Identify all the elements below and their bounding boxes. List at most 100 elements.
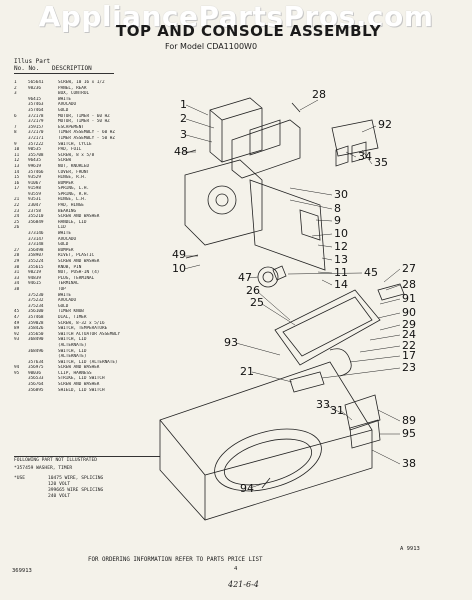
tub-opening xyxy=(214,428,322,492)
terminals xyxy=(335,141,367,167)
illus-number: 31 xyxy=(14,270,20,276)
table-header-description: DESCRIPTION xyxy=(52,65,92,72)
page-title: TOP AND CONSOLE ASSEMBLY xyxy=(116,22,382,40)
part-description: SWITCH ACTUATOR ASSEMBLY xyxy=(58,331,121,337)
part-description: SWITCH, CYCLE xyxy=(58,141,92,147)
part-description: TIMER ASSEMBLY - 50 HZ xyxy=(58,135,115,141)
part-number: 357222 xyxy=(28,141,44,147)
page-number: 4 xyxy=(234,566,238,572)
table-header-illus: Illus Part xyxy=(14,58,51,65)
ordering-info: FOR ORDERING INFORMATION REFER TO PARTS … xyxy=(88,557,263,563)
svg-text:1: 1 xyxy=(180,98,187,111)
part-number: 358426 xyxy=(28,326,44,332)
lid-inner xyxy=(282,296,373,357)
part-number: 91067 xyxy=(28,180,41,186)
illus-number: 10 xyxy=(14,147,20,153)
part-description: GOLD xyxy=(58,303,69,309)
part-description: WHITE xyxy=(58,292,71,298)
dial-center xyxy=(262,271,274,283)
timer-assembly xyxy=(184,159,263,246)
part-description: SCREW, 10 16 x 1/2 xyxy=(58,80,105,85)
part-number: 565641 xyxy=(28,80,44,85)
part-number: 357466 xyxy=(28,169,44,175)
part-number: 372170 xyxy=(28,130,44,136)
part-description: SWITCH, TEMPERATURE xyxy=(58,326,108,332)
use-label: *USE xyxy=(14,476,26,481)
part-description: SCREW AND WASHER xyxy=(58,214,100,220)
part-description: SCREW AND WASHER xyxy=(58,365,100,371)
svg-text:14: 14 xyxy=(334,278,348,291)
part-number: 359028 xyxy=(28,320,44,326)
use-line-1: 10475 WIRE, SPLICING xyxy=(48,476,104,481)
part-description: SPRING, R.H. xyxy=(58,191,90,197)
part-description: SWITCH, LID xyxy=(58,337,87,343)
part-description: AVOCADO xyxy=(58,236,77,242)
illus-number: 2 xyxy=(14,85,17,91)
illus-number: 23 xyxy=(14,208,20,214)
part-description: RIVET, PLASTIC xyxy=(58,253,95,259)
illus-number: 95 xyxy=(14,370,20,376)
svg-text:91: 91 xyxy=(402,292,416,305)
part-number: 356975 xyxy=(28,365,44,371)
parts-row: 373147 AVOCADO xyxy=(14,237,164,243)
part-description: SCREW AND WASHER xyxy=(58,259,100,264)
svg-text:49: 49 xyxy=(172,248,186,261)
illus-number: 26 xyxy=(14,225,20,231)
part-description: TERMINAL xyxy=(58,281,79,287)
part-description: PLUG, TERMINAL xyxy=(58,275,95,281)
cycle-switch xyxy=(299,209,321,241)
part-number: 98236 xyxy=(28,85,41,91)
illus-number: 89 xyxy=(14,326,20,332)
table-header-no: No. No. xyxy=(14,65,40,72)
part-description: WHITE xyxy=(58,231,71,237)
svg-text:10: 10 xyxy=(172,262,186,275)
parts-row: 375234 GOLD xyxy=(14,304,164,310)
illus-number: 13 xyxy=(14,163,20,169)
part-number: 373147 xyxy=(28,236,44,242)
svg-text:27: 27 xyxy=(402,262,416,275)
part-number: 373146 xyxy=(28,231,44,237)
part-description: SWITCH, LID xyxy=(58,348,87,354)
part-number: 357468 xyxy=(28,314,44,320)
illus-number: 14 xyxy=(14,169,20,175)
handwritten-note: 421-6-4 xyxy=(228,580,259,589)
illus-number: 1 xyxy=(14,80,17,85)
switch-actuator xyxy=(331,119,379,157)
illus-number: 8 xyxy=(14,130,17,136)
svg-text:93: 93 xyxy=(224,336,238,349)
part-number: 372178 xyxy=(28,113,44,119)
part-description: ESCAPEMENT xyxy=(58,124,84,130)
illus-number: 93 xyxy=(14,337,20,343)
illus-number: 34 xyxy=(14,281,20,287)
header-rule xyxy=(14,73,114,74)
svg-text:25: 25 xyxy=(250,296,264,309)
part-description: HINGE, R.H. xyxy=(58,175,87,181)
timer-knob xyxy=(272,265,287,281)
part-number: 375234 xyxy=(28,303,44,309)
part-number: 355650 xyxy=(28,331,44,337)
svg-text:89: 89 xyxy=(402,414,416,427)
part-number: 357464 xyxy=(28,107,44,113)
part-description: SHIELD, LID SWITCH xyxy=(58,387,105,393)
code-ref: A 9913 xyxy=(400,546,420,552)
svg-text:28: 28 xyxy=(312,88,326,101)
part-description: PAD, FOIL xyxy=(58,147,82,153)
illus-number: 92 xyxy=(14,331,20,337)
